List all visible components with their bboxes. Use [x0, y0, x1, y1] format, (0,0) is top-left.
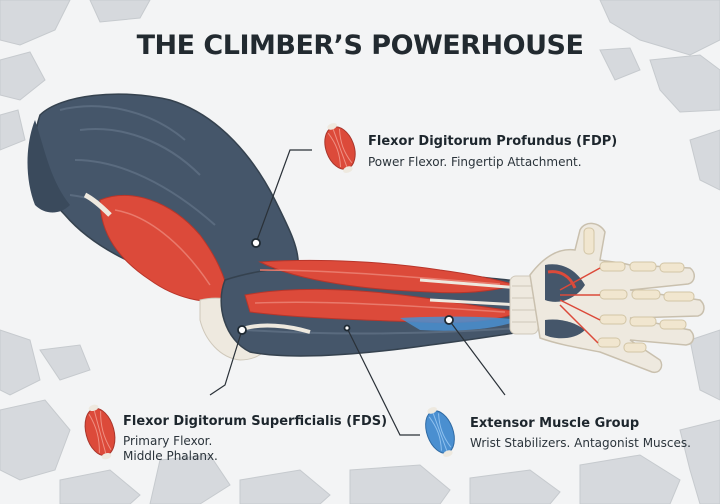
fds-label: Flexor Digitorum Superficialis (FDS) Pri… [123, 414, 387, 464]
extensor-label-desc: Wrist Stabilizers. Antagonist Musces. [470, 436, 691, 450]
extensor-anchor-dot-2 [343, 324, 351, 332]
forearm [220, 259, 536, 357]
extensor-anchor-dot [444, 315, 454, 325]
fdp-label: Flexor Digitorum Profundus (FDP) Power F… [368, 134, 617, 170]
extensor-label-title: Extensor Muscle Group [470, 416, 640, 431]
extensor-callout-line-2 [448, 319, 506, 396]
anchor-dots [237, 238, 454, 335]
callout-lines [209, 149, 506, 436]
fds-label-desc-line2: Middle Phalanx. [123, 449, 218, 463]
extensor-blue-muscle-icon [425, 407, 455, 457]
fds-callout-line [209, 329, 243, 396]
hand [529, 222, 705, 374]
page-title: THE CLIMBER’S POWERHOUSE [136, 30, 584, 61]
fds-label-desc-line1: Primary Flexor. [123, 434, 213, 448]
fdp-label-title: Flexor Digitorum Profundus (FDP) [368, 134, 618, 149]
fdp-red-muscle-icon [324, 123, 356, 173]
fds-red-muscle-icon [84, 404, 116, 460]
fds-label-title: Flexor Digitorum Superficialis (FDS) [123, 414, 388, 429]
extensor-label: Extensor Muscle Group Wrist Stabilizers.… [470, 416, 691, 451]
fds-anchor-dot [237, 325, 247, 335]
fdp-label-desc: Power Flexor. Fingertip Attachment. [368, 155, 582, 169]
fdp-anchor-dot [251, 238, 261, 248]
upper-arm [27, 93, 299, 303]
fdp-callout-line [255, 149, 312, 244]
extensor-callout-line [346, 327, 420, 436]
wrist [509, 275, 539, 335]
